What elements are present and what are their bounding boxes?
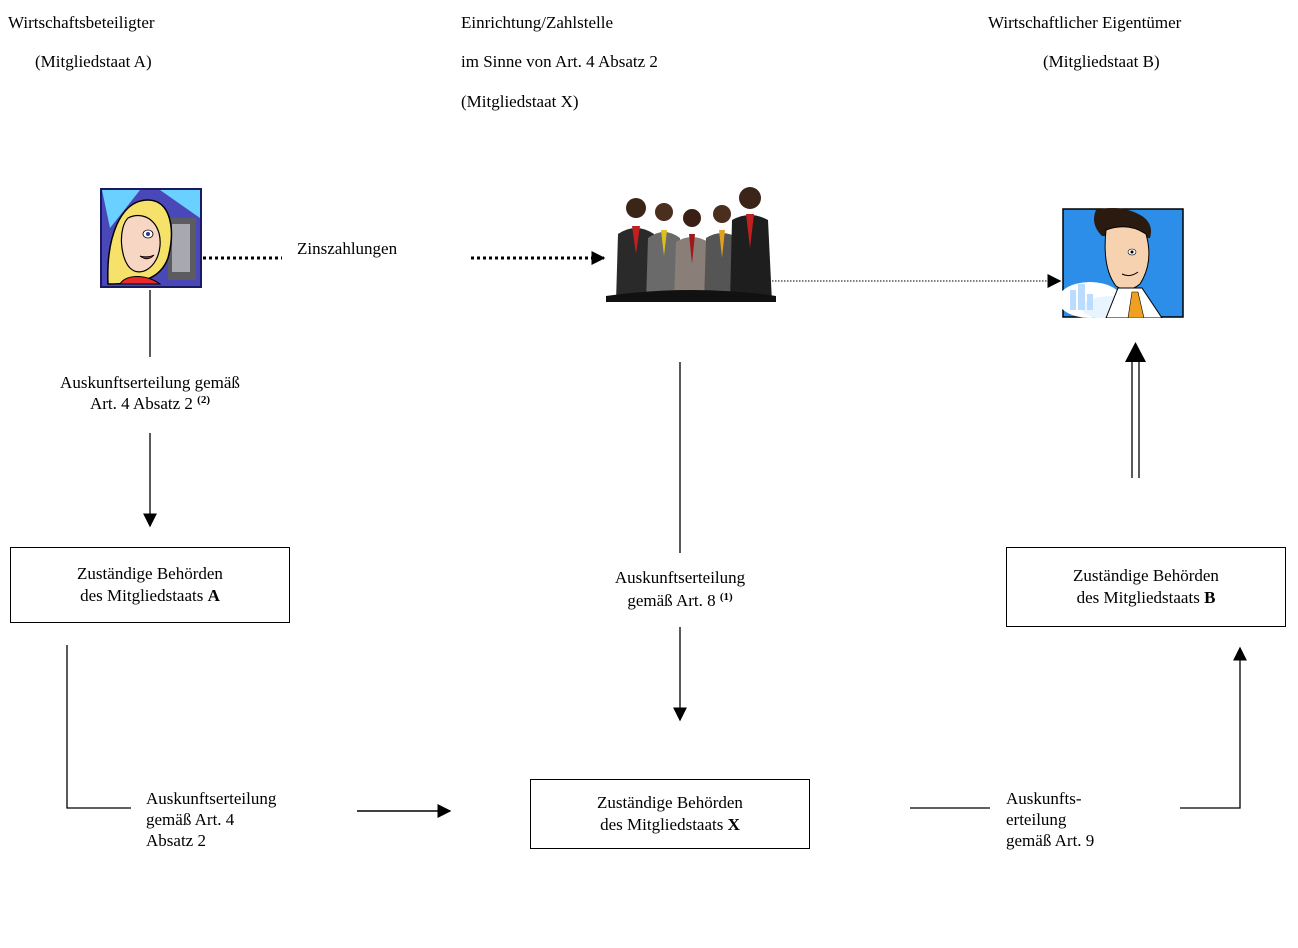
box-b-letter: B xyxy=(1204,588,1216,607)
header-right-title: Wirtschaftlicher Eigentümer xyxy=(988,13,1182,32)
bottom-right-info-line1: Auskunfts- xyxy=(1006,789,1082,808)
middle-info-line2: gemäß Art. 8 xyxy=(627,591,716,610)
box-x-letter: X xyxy=(727,815,740,834)
middle-info-line2-wrap: gemäß Art. 8 (1) xyxy=(560,590,800,611)
bottom-right-arrow xyxy=(1180,646,1247,809)
box-x-line1: Zuständige Behörden xyxy=(597,793,743,812)
header-right-state: (Mitgliedstaat B) xyxy=(1043,52,1160,71)
left-info-line2-wrap: Art. 4 Absatz 2 (2) xyxy=(40,393,260,414)
authority-box-a: Zuständige Behörden des Mitgliedstaats A xyxy=(10,547,290,623)
header-middle-state: (Mitgliedstaat X) xyxy=(461,92,579,111)
left-info-line1: Auskunftserteilung gemäß xyxy=(60,373,240,392)
businessman-icon xyxy=(1058,208,1184,323)
box-b-line1: Zuständige Behörden xyxy=(1073,566,1219,585)
footnote-2: (2) xyxy=(197,394,210,406)
bottom-right-info-line3: gemäß Art. 9 xyxy=(1006,831,1095,850)
middle-info-line1: Auskunftserteilung xyxy=(614,568,746,587)
box-a-line1: Zuständige Behörden xyxy=(77,564,223,583)
right-double-arrowhead xyxy=(1125,342,1146,362)
header-left-title: Wirtschaftsbeteiligter xyxy=(8,13,155,32)
bottom-left-info-line1: Auskunftserteilung xyxy=(146,789,277,808)
authority-box-b: Zuständige Behörden des Mitgliedstaats B xyxy=(1006,547,1286,627)
woman-at-computer-icon xyxy=(100,188,202,293)
box-x-line2: des Mitgliedstaats X xyxy=(600,815,740,834)
box-b-line2: des Mitgliedstaats B xyxy=(1076,588,1216,607)
header-middle-subtitle: im Sinne von Art. 4 Absatz 2 xyxy=(461,52,658,71)
footnote-1: (1) xyxy=(719,591,733,603)
authority-box-x: Zuständige Behörden des Mitgliedstaats X xyxy=(530,779,810,849)
bottom-left-connector xyxy=(66,645,131,809)
header-left-state: (Mitgliedstaat A) xyxy=(35,52,152,71)
box-a-line2: des Mitgliedstaats A xyxy=(80,586,220,605)
box-a-letter: A xyxy=(207,586,220,605)
header-middle-title: Einrichtung/Zahlstelle xyxy=(461,13,614,32)
left-info-line2: Art. 4 Absatz 2 xyxy=(89,394,193,413)
bottom-left-info-line2: gemäß Art. 4 xyxy=(146,810,235,829)
interest-payments-label: Zinszahlungen xyxy=(297,239,398,258)
business-people-group-icon xyxy=(606,184,776,307)
bottom-left-info-line3: Absatz 2 xyxy=(146,831,206,850)
bottom-right-info-line2: erteilung xyxy=(1006,810,1067,829)
